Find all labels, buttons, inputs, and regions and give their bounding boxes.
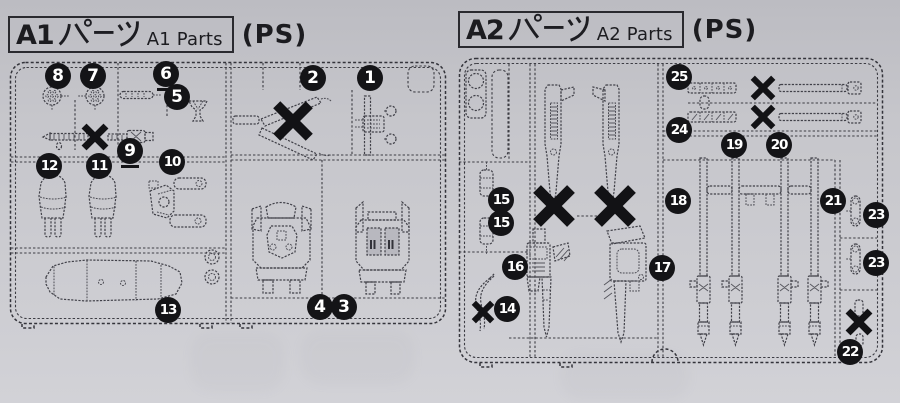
a2-material-label: (PS): [691, 14, 758, 45]
page-showthrough-blob: [300, 330, 415, 385]
part-number-badge: 15: [488, 210, 514, 236]
part-number-badge: 15: [488, 187, 514, 213]
part-number-badge: 10: [159, 149, 185, 175]
part-number-badge: 13: [155, 297, 181, 323]
part-number-badge: 11: [86, 153, 112, 179]
runner-a1-parts: [38, 86, 410, 302]
runner-a1-frame: [9, 61, 447, 329]
unused-part-x-icon: [273, 101, 313, 141]
unused-part-x-icon: [81, 123, 109, 151]
a2-title-box: A2 A2 Parts: [458, 11, 684, 48]
part-number-badge: 25: [666, 64, 692, 90]
part-number-badge: 23: [863, 250, 889, 276]
part-number-badge: 8: [45, 63, 71, 89]
unused-part-x-icon: [594, 185, 636, 227]
part-number-badge: 17: [649, 255, 675, 281]
page-showthrough-blob: [560, 352, 690, 400]
part-number-badge: 4: [307, 294, 333, 320]
unused-part-x-icon: [750, 75, 776, 101]
unused-part-x-icon: [750, 104, 776, 130]
a1-material-label: (PS): [241, 19, 308, 50]
part-number-badge: 16: [502, 254, 528, 280]
a1-title-kana-text: [58, 18, 139, 47]
part-number-badge: 19: [721, 132, 747, 158]
part-number-badge: 21: [820, 188, 846, 214]
a2-title-code: A2: [466, 15, 505, 46]
part-number-badge: 5: [164, 84, 190, 110]
a1-title-code: A1: [16, 20, 55, 51]
part-number-badge: 24: [666, 117, 692, 143]
part-number-badge: 23: [863, 202, 889, 228]
part-number-badge: 12: [36, 153, 62, 179]
part-number-badge: 14: [494, 296, 520, 322]
unused-part-x-icon: [533, 185, 575, 227]
page-showthrough-blob: [190, 332, 285, 392]
a1-title-en: A1 Parts: [146, 29, 223, 50]
a2-title-en: A2 Parts: [596, 24, 673, 45]
part-number-badge: 18: [665, 188, 691, 214]
a2-title-kana-text: [508, 13, 589, 42]
part-number-badge: 20: [766, 132, 792, 158]
unused-part-x-icon: [845, 308, 873, 336]
a1-title-box: A1 A1 Parts: [8, 16, 234, 53]
part-number-badge: 1: [357, 65, 383, 91]
part-number-badge: 3: [331, 294, 357, 320]
part-number-badge: 9: [117, 138, 143, 169]
part-number-badge: 7: [80, 63, 106, 89]
part-number-badge: 2: [300, 65, 326, 91]
a1-header: A1 A1 Parts (PS): [8, 16, 307, 53]
unused-part-x-icon: [471, 300, 495, 324]
part-number-badge: 22: [837, 339, 863, 365]
runner-a2-parts: [465, 69, 864, 347]
a2-header: A2 A2 Parts (PS): [458, 11, 757, 48]
